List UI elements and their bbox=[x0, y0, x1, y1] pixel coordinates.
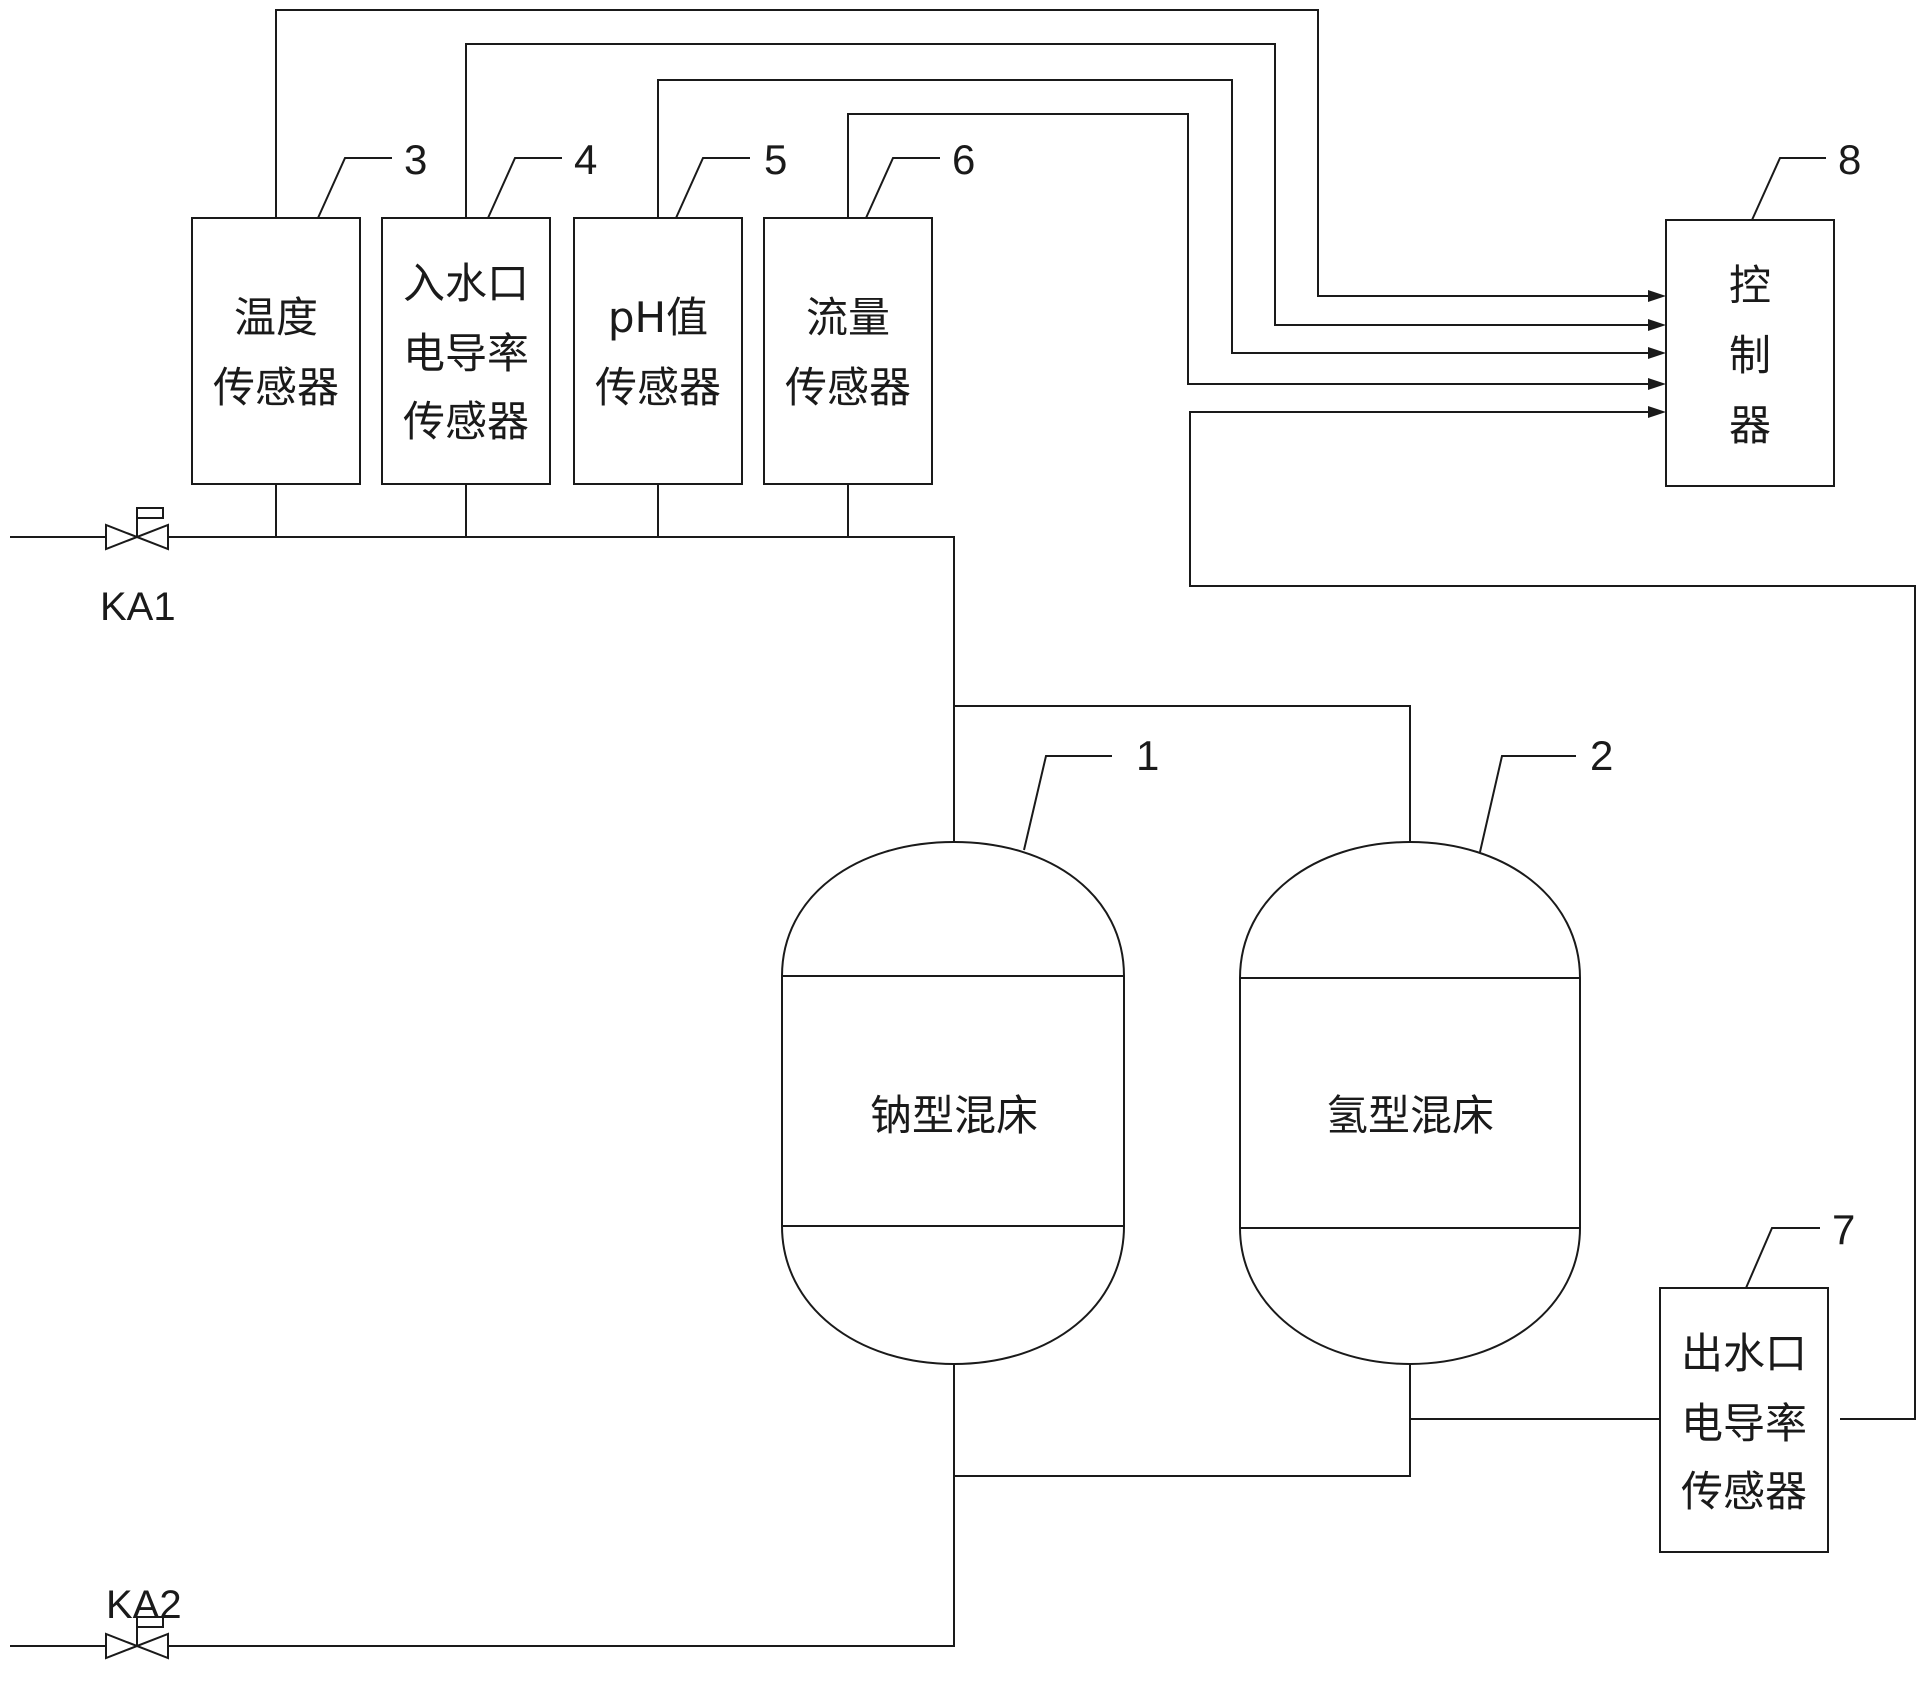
outlet-conductivity-sensor-line-3: 传感器 bbox=[1681, 1467, 1807, 1516]
flow-sensor: 流量 传感器 bbox=[763, 217, 933, 485]
arrow-head-icon bbox=[1648, 347, 1666, 359]
temperature-sensor: 温度 传感器 bbox=[191, 217, 361, 485]
outlet-conductivity-sensor-line-2: 电导率 bbox=[1681, 1399, 1807, 1448]
ph-sensor-line-2: 传感器 bbox=[595, 363, 721, 412]
inlet-conductivity-sensor-line-2: 电导率 bbox=[403, 329, 529, 378]
hydrogen-mixed-bed-label: 氢型混床 bbox=[1326, 1091, 1494, 1140]
inlet-conductivity-sensor-number: 4 bbox=[574, 136, 597, 183]
leader-line bbox=[1479, 755, 1576, 853]
hydrogen-mixed-bed-number: 2 bbox=[1590, 732, 1613, 779]
outlet-conductivity-sensor-line-1: 出水口 bbox=[1681, 1329, 1807, 1378]
top-manifold bbox=[954, 705, 1411, 842]
water-piping bbox=[10, 484, 1660, 1647]
flow-sensor-line-2: 传感器 bbox=[785, 363, 911, 412]
flow-sensor-number: 6 bbox=[952, 136, 975, 183]
leader-line bbox=[865, 157, 940, 219]
ph-sensor-number: 5 bbox=[764, 136, 787, 183]
leader-line bbox=[1023, 755, 1112, 851]
signal-wire-outlet-conductivity bbox=[1189, 411, 1916, 1420]
flow-sensor-line-1: 流量 bbox=[806, 293, 890, 342]
ph-sensor: pH值 传感器 bbox=[573, 217, 743, 485]
leader-line bbox=[317, 157, 392, 219]
sodium-mixed-bed: 钠型混床 bbox=[781, 840, 1125, 1366]
inlet-main-pipe bbox=[168, 536, 955, 706]
inlet-conductivity-sensor-line-1: 入水口 bbox=[403, 259, 529, 308]
sodium-bed-outlet bbox=[168, 1364, 955, 1647]
controller-line-3: 器 bbox=[1729, 401, 1771, 450]
leader-line bbox=[1751, 157, 1826, 221]
leader-line bbox=[675, 157, 750, 219]
hydrogen-mixed-bed: 氢型混床 bbox=[1239, 840, 1581, 1366]
outlet-conductivity-sensor-number: 7 bbox=[1832, 1206, 1855, 1253]
sodium-mixed-bed-label: 钠型混床 bbox=[870, 1091, 1038, 1140]
outlet-conductivity-sensor: 出水口 电导率 传感器 bbox=[1659, 1287, 1829, 1553]
signal-wire-inlet-conductivity bbox=[465, 43, 1650, 326]
controller-number: 8 bbox=[1838, 136, 1861, 183]
temperature-sensor-line-1: 温度 bbox=[234, 293, 318, 342]
arrow-head-icon bbox=[1648, 406, 1666, 418]
leader-line bbox=[1745, 1227, 1820, 1289]
leader-line bbox=[487, 157, 562, 219]
temperature-sensor-line-2: 传感器 bbox=[213, 363, 339, 412]
signal-wire-temperature bbox=[275, 9, 1650, 297]
inlet-conductivity-sensor: 入水口 电导率 传感器 bbox=[381, 217, 551, 485]
bottom-manifold bbox=[954, 1364, 1411, 1477]
signal-arrowheads bbox=[1648, 290, 1666, 418]
valve-ka1-label: KA1 bbox=[100, 585, 176, 629]
signal-wire-ph bbox=[657, 79, 1650, 354]
ph-sensor-line-1: pH值 bbox=[608, 293, 708, 342]
arrow-head-icon bbox=[1648, 290, 1666, 302]
valve-ka2-label: KA2 bbox=[106, 1583, 182, 1627]
arrow-head-icon bbox=[1648, 319, 1666, 331]
sodium-mixed-bed-number: 1 bbox=[1136, 732, 1159, 779]
signal-wire-flow bbox=[847, 113, 1650, 385]
inlet-conductivity-sensor-line-3: 传感器 bbox=[403, 397, 529, 446]
controller-line-1: 控 bbox=[1729, 261, 1771, 310]
valve-ka2[interactable] bbox=[105, 1616, 169, 1660]
controller: 控 制 器 bbox=[1665, 219, 1835, 487]
signal-wires bbox=[275, 9, 1916, 1420]
temperature-sensor-number: 3 bbox=[404, 136, 427, 183]
valve-ka1[interactable] bbox=[105, 507, 169, 551]
controller-line-2: 制 bbox=[1729, 331, 1771, 380]
arrow-head-icon bbox=[1648, 378, 1666, 390]
